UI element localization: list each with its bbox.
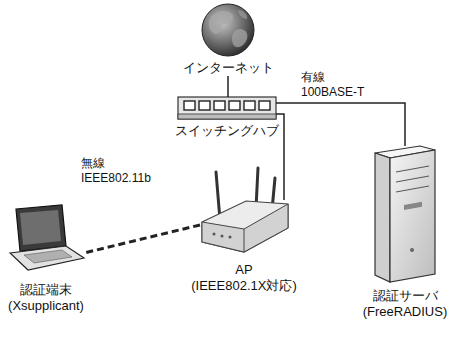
node-label: AP (IEEE802.1X対応) [191,262,297,294]
link-label: 有線 100BASE-T [300,70,382,100]
node-label: インターネット [183,60,274,76]
network-link [84,225,200,253]
node-label: 認証端末 (Xsupplicant) [8,282,84,314]
network-link [227,76,229,97]
access-point-node: AP (IEEE802.1X対応) [200,200,288,252]
hub-icon [178,97,276,119]
node-label: 認証サーバ (FreeRADIUS) [363,288,448,320]
node-label: スイッチングハブ [175,123,279,139]
server-node: 認証サーバ (FreeRADIUS) [375,146,435,282]
access-point-icon [202,168,288,252]
globe-icon [202,4,254,56]
cloud-node: インターネット [183,4,274,76]
terminal-node: 認証端末 (Xsupplicant) [8,205,84,272]
laptop-icon [10,205,84,270]
network-link [276,103,405,146]
server-icon [375,146,435,282]
hub-node: スイッチングハブ [178,97,276,119]
link-label: 無線 IEEE802.11b [80,156,152,186]
